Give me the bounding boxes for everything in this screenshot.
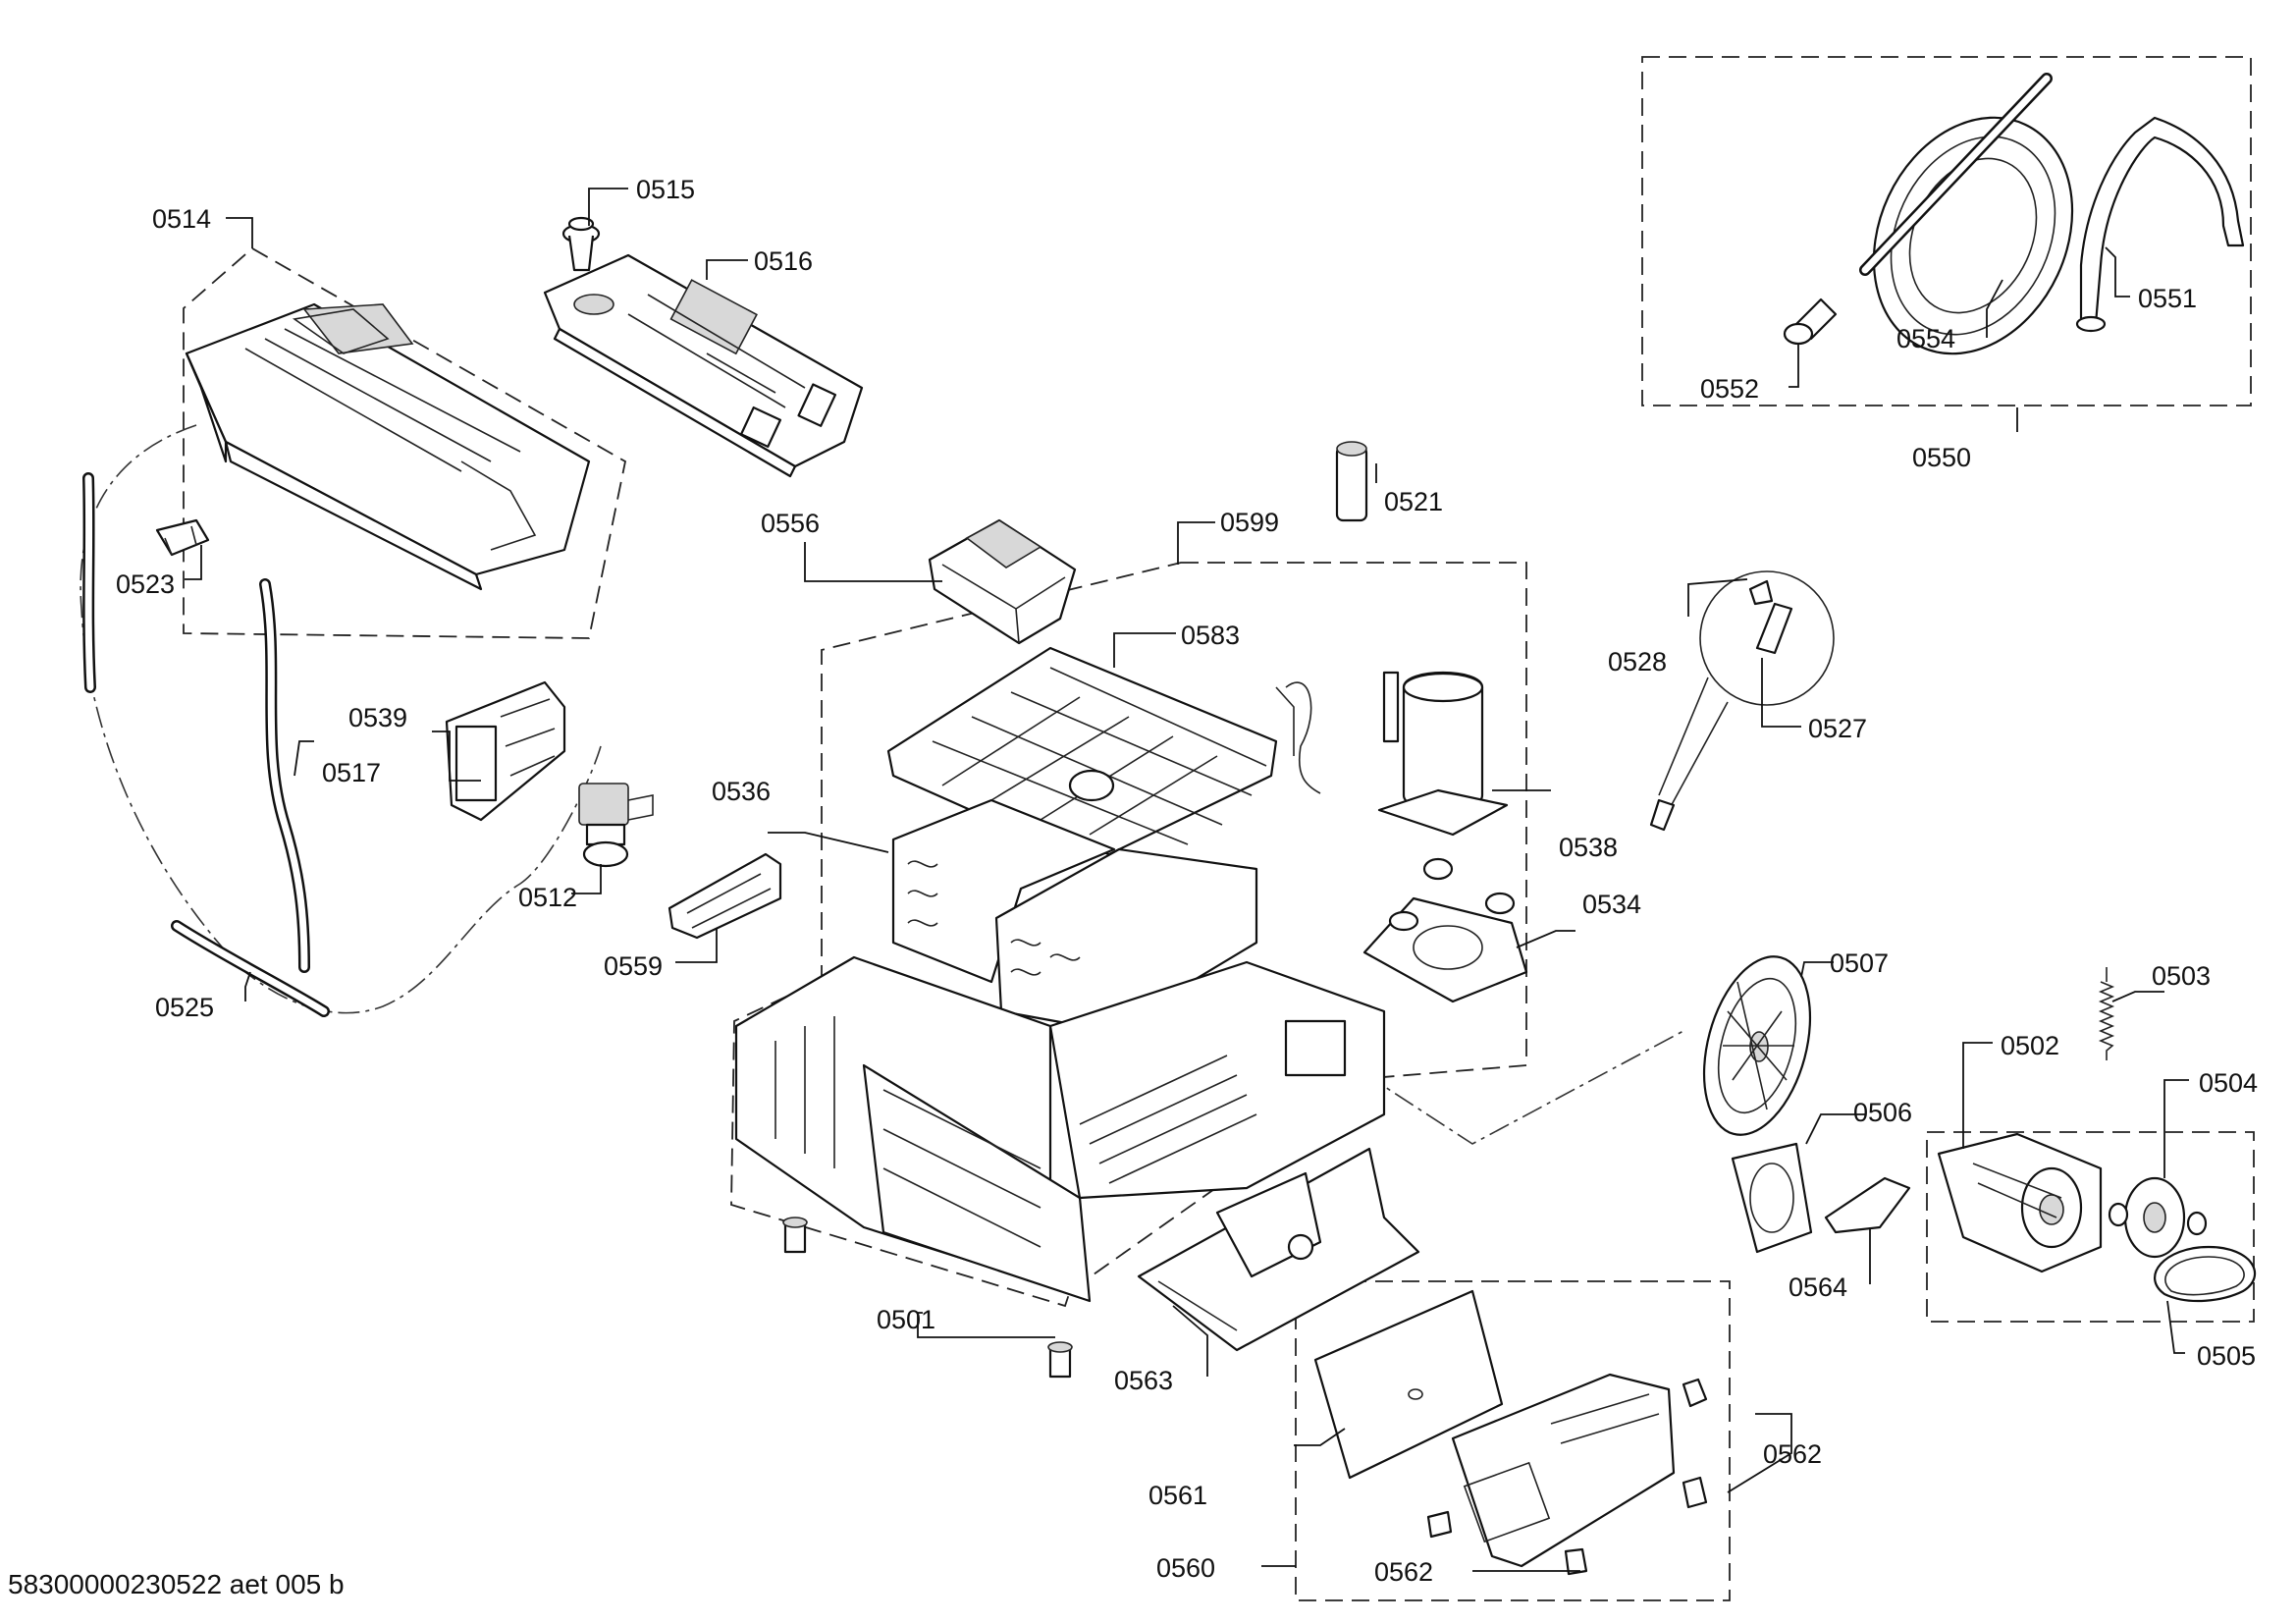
callout-0507: 0507 bbox=[1830, 948, 1889, 978]
callout-0514: 0514 bbox=[152, 204, 211, 234]
group-outline-0560 bbox=[1295, 1280, 1731, 1601]
clip-0562-a bbox=[1682, 1378, 1708, 1408]
callout-0528: 0528 bbox=[1608, 647, 1667, 677]
callout-0599: 0599 bbox=[1220, 508, 1279, 537]
callout-0559: 0559 bbox=[604, 951, 663, 981]
callout-0583: 0583 bbox=[1181, 621, 1240, 650]
group-outline-0514 bbox=[183, 246, 627, 639]
callout-0506: 0506 bbox=[1853, 1098, 1912, 1127]
fan-wheel-0507 bbox=[1702, 955, 1812, 1136]
door-frame-0563 bbox=[1137, 1147, 1420, 1352]
callout-0551: 0551 bbox=[2138, 284, 2197, 313]
sensor-detail-circle bbox=[1649, 570, 1835, 832]
callout-0521: 0521 bbox=[1384, 487, 1443, 516]
callout-0516: 0516 bbox=[754, 246, 813, 276]
fan-housing-0506 bbox=[1731, 1142, 1813, 1254]
drawer-tray-0514 bbox=[185, 302, 591, 591]
clip-0562-c bbox=[1426, 1510, 1453, 1539]
hose-0525 bbox=[82, 472, 330, 1017]
callout-0515: 0515 bbox=[636, 175, 695, 204]
callout-0503: 0503 bbox=[2152, 961, 2211, 991]
callout-0502: 0502 bbox=[2001, 1031, 2059, 1060]
drain-hose-coil-0554 bbox=[1859, 73, 2074, 355]
control-module-0556 bbox=[928, 518, 1077, 645]
hose-adapter-0552 bbox=[1783, 298, 1838, 346]
callout-0527: 0527 bbox=[1808, 714, 1867, 743]
callout-0525: 0525 bbox=[155, 993, 214, 1022]
filter-housing-0560 bbox=[1451, 1373, 1676, 1568]
motor-0502 bbox=[1937, 1132, 2103, 1273]
bracket-0539 bbox=[445, 680, 566, 822]
callout-0538: 0538 bbox=[1559, 833, 1618, 862]
callout-0517: 0517 bbox=[322, 758, 381, 787]
callout-0562-right: 0562 bbox=[1763, 1439, 1822, 1469]
foot-0501-a bbox=[782, 1217, 808, 1254]
leader-lines bbox=[185, 188, 2189, 1572]
foot-0501-b bbox=[1047, 1341, 1073, 1379]
callout-0536: 0536 bbox=[712, 777, 771, 806]
callout-0554: 0554 bbox=[1896, 324, 1955, 353]
callout-0564: 0564 bbox=[1789, 1272, 1847, 1302]
capacitor-0521 bbox=[1335, 441, 1368, 522]
pump-0512 bbox=[578, 783, 654, 868]
compressor-0538 bbox=[1285, 671, 1509, 837]
main-frame bbox=[734, 955, 1386, 1303]
fill-cap-0515 bbox=[561, 216, 601, 272]
clip-0523 bbox=[155, 518, 210, 557]
document-id: 58300000230522 aet 005 b bbox=[8, 1569, 345, 1599]
sensor-board-0559 bbox=[667, 852, 782, 940]
callout-0539: 0539 bbox=[348, 703, 407, 732]
callout-0505: 0505 bbox=[2197, 1341, 2256, 1371]
callout-0561: 0561 bbox=[1148, 1481, 1207, 1510]
callout-0560: 0560 bbox=[1156, 1553, 1215, 1583]
belt-0505 bbox=[2154, 1245, 2256, 1303]
callout-0552: 0552 bbox=[1700, 374, 1759, 404]
base-plate-0534 bbox=[1362, 857, 1528, 1003]
panel-0561 bbox=[1313, 1289, 1504, 1480]
callout-0550: 0550 bbox=[1912, 443, 1971, 472]
group-outline-0502 bbox=[1926, 1131, 2255, 1323]
clip-0562-b bbox=[1682, 1476, 1708, 1509]
callout-0562-bottom: 0562 bbox=[1374, 1557, 1433, 1587]
group-outline-0599 bbox=[730, 562, 1527, 1308]
condenser-0536 bbox=[891, 798, 1258, 1033]
hose-0517 bbox=[259, 578, 310, 973]
spring-0503 bbox=[2098, 967, 2115, 1060]
water-reservoir-0516 bbox=[543, 253, 864, 478]
callout-0504: 0504 bbox=[2199, 1068, 2258, 1098]
clip-0562-d bbox=[1564, 1547, 1588, 1576]
group-outline-0550 bbox=[1641, 56, 2252, 406]
callout-0563: 0563 bbox=[1114, 1366, 1173, 1395]
callout-0534: 0534 bbox=[1582, 890, 1641, 919]
harness-route-line bbox=[80, 424, 602, 1014]
callout-0501: 0501 bbox=[877, 1305, 935, 1334]
hose-hook-0551 bbox=[2075, 116, 2245, 333]
callout-0512: 0512 bbox=[518, 883, 577, 912]
lever-0564 bbox=[1824, 1176, 1911, 1234]
pulley-0504 bbox=[2108, 1176, 2208, 1259]
callout-0523: 0523 bbox=[116, 569, 175, 599]
callout-0556: 0556 bbox=[761, 509, 820, 538]
